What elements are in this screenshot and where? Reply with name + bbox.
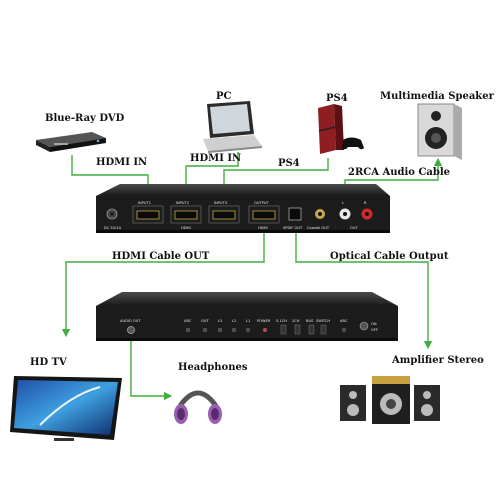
input1-label: INPUT1 — [138, 201, 151, 205]
amplifier-stereo-icon — [340, 376, 440, 424]
ps4-label: PS4 — [326, 93, 348, 104]
switch-label: SWITCH — [316, 319, 330, 323]
hdmi-input-ports — [132, 205, 240, 224]
hdmi-out-label: HDMI — [258, 226, 268, 230]
hdmi-output-port — [248, 205, 280, 224]
ps4-cable-label: PS4 — [278, 158, 300, 169]
bus-label: BUS — [306, 319, 314, 323]
switch-rear-panel — [96, 184, 390, 233]
out-led-label: OUT — [201, 319, 209, 323]
speaker-icon — [417, 103, 462, 160]
amplifier-stereo-label: Amplifier Stereo — [392, 355, 484, 366]
hdmi-label: HDMI — [181, 226, 191, 230]
ch2-label: 2CH — [292, 319, 300, 323]
tv-icon — [10, 376, 122, 441]
arc-on-label: ON — [371, 322, 377, 326]
rca-l-label: L — [342, 201, 344, 205]
l3-led-label: L3 — [218, 319, 222, 323]
pc-label: PC — [216, 91, 232, 102]
coaxial-label: Coaxial OUT — [307, 226, 330, 230]
power-led-label: POWER — [257, 319, 271, 323]
mode-buttons — [280, 324, 327, 335]
rear-panel-text: DC 5V/1A INPUT1 INPUT2 INPUT3 HDMI OUTPU… — [104, 201, 367, 230]
arc-label: ARC — [340, 319, 348, 323]
ps4-console-icon — [318, 104, 344, 154]
spdif-label: SPDIF OUT — [283, 226, 303, 230]
hdmi-cable-out-label: HDMI Cable OUT — [112, 251, 210, 262]
coaxial-port — [315, 209, 325, 219]
audio-out-label: AUDIO OUT — [120, 319, 141, 323]
rca-ports — [339, 208, 373, 220]
l1-led-label: L1 — [246, 319, 250, 323]
rca-audio-cable-label: 2RCA Audio Cable — [348, 167, 451, 178]
output-label: OUTPUT — [254, 201, 269, 205]
input2-label: INPUT2 — [176, 201, 189, 205]
hd-tv-label: HD TV — [30, 357, 67, 368]
bluray-player-icon — [36, 132, 106, 152]
cables — [61, 152, 443, 401]
arc-off-label: OFF — [371, 328, 378, 332]
optical-cable-output-label: Optical Cable Output — [330, 251, 449, 262]
gamepad-icon — [342, 137, 364, 150]
l2-led-label: L2 — [232, 319, 236, 323]
arc-led-label: ARC — [184, 319, 192, 323]
input3-label: INPUT3 — [214, 201, 227, 205]
arc-toggle — [359, 321, 369, 331]
multimedia-speaker-label: Multimedia Speaker — [380, 91, 494, 102]
front-panel-text: AUDIO OUT ARC OUT L3 L2 L1 POWER 5.1CH 2… — [120, 319, 378, 332]
optical-port — [288, 207, 302, 221]
laptop-icon — [203, 101, 262, 153]
status-leds — [185, 328, 347, 333]
rca-r-label: R — [364, 201, 367, 205]
bluray-label: Blue-Ray DVD — [45, 113, 125, 124]
rca-out-label: OUT — [350, 226, 358, 230]
hdmi-in-label-2: HDMI IN — [190, 153, 242, 164]
headphones-icon — [174, 390, 222, 424]
dc-label: DC 5V/1A — [104, 226, 122, 230]
hdmi-in-label-1: HDMI IN — [96, 157, 148, 168]
ch51-label: 5.1CH — [276, 319, 287, 323]
switch-front-panel — [96, 292, 398, 341]
headphones-label: Headphones — [178, 362, 248, 373]
